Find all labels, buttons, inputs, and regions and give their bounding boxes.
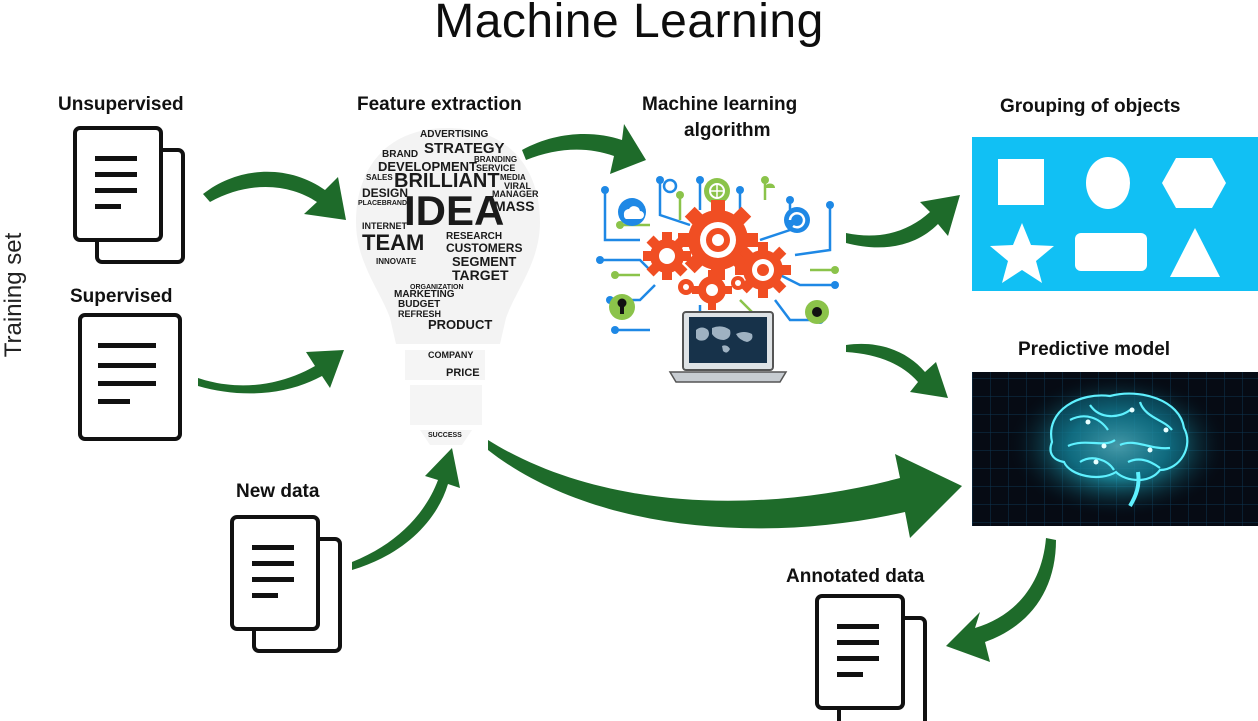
lightbulb-word-cloud-icon (356, 128, 540, 445)
word-cloud-word: STRATEGY (424, 140, 505, 157)
word-cloud-word: ADVERTISING (420, 129, 489, 140)
word-cloud-word: INTERNET (362, 221, 407, 231)
ml-algorithm-illustration (596, 176, 839, 383)
supervised-label: Supervised (70, 286, 173, 307)
word-cloud-word: SERVICE (476, 163, 516, 173)
word-cloud-word: COMPANY (428, 350, 474, 360)
word-cloud-word: BRANDING (474, 155, 518, 164)
arrow-supervised-to-features (198, 350, 344, 394)
word-cloud-word: ORGANIZATION (410, 284, 464, 291)
brain-icon (1049, 392, 1189, 508)
arrow-algorithm-to-model (846, 343, 948, 398)
word-cloud-word: BRAND (382, 149, 419, 160)
word-cloud-word: MASS (494, 198, 535, 214)
word-cloud-word: TARGET (452, 267, 509, 283)
word-cloud-word: PLACEBRAND (358, 200, 407, 207)
word-cloud-word: DESIGN (362, 186, 409, 200)
annotated-data-label: Annotated data (786, 566, 925, 587)
arrow-newdata-to-features (352, 448, 460, 570)
arrow-model-to-annotated (946, 538, 1056, 662)
word-cloud-word: IDEA (404, 187, 505, 234)
annotated-data-document-icon (815, 594, 927, 721)
predictive-model-panel (972, 372, 1258, 526)
word-cloud-word: RESEARCH (446, 231, 503, 242)
grouping-of-objects-label: Grouping of objects (1000, 96, 1181, 117)
word-cloud-word: TEAM (362, 230, 425, 255)
word-cloud-word: CUSTOMERS (446, 241, 523, 255)
arrow-unsupervised-to-features (203, 171, 346, 220)
rounded-rect-shape (1075, 233, 1147, 271)
new-data-label: New data (236, 481, 320, 502)
word-cloud-word: PRODUCT (428, 317, 493, 332)
arrow-algorithm-to-grouping (846, 195, 960, 248)
page-title: Machine Learning (434, 0, 824, 48)
word-cloud-word: SALES (366, 173, 393, 182)
unsupervised-label: Unsupervised (58, 94, 184, 115)
flow-arrows (198, 124, 1056, 662)
word-cloud-word: SUCCESS (428, 432, 462, 439)
arrow-features-to-algorithm (522, 124, 646, 174)
unsupervised-document-icon (73, 126, 185, 264)
word-cloud-word: INNOVATE (376, 257, 417, 266)
predictive-model-label: Predictive model (1018, 339, 1171, 360)
word-cloud-word: REFRESH (398, 309, 442, 319)
grouping-of-objects-panel (972, 137, 1258, 291)
feature-extraction-label: Feature extraction (357, 94, 522, 115)
word-cloud-word: PRICE (446, 367, 480, 379)
ml-algorithm-label-line2: algorithm (684, 120, 771, 141)
square-shape (998, 159, 1044, 205)
word-cloud-word: BUDGET (398, 299, 441, 310)
word-cloud-word: MARKETING (394, 289, 455, 300)
hexagon-shape (1162, 158, 1226, 208)
word-cloud-word: DEVELOPMENT (378, 159, 477, 174)
triangle-shape (1170, 228, 1220, 277)
word-cloud-word: BRILLIANT (394, 170, 500, 192)
word-cloud-word: MEDIA (500, 173, 526, 182)
ellipse-shape (1086, 157, 1130, 209)
word-cloud-word: MANAGER (492, 189, 539, 199)
supervised-document-icon (78, 313, 182, 441)
word-cloud-word: VIRAL (504, 181, 531, 191)
laptop-icon (668, 311, 788, 383)
arrow-features-to-model (488, 440, 962, 538)
ml-algorithm-label-line1: Machine learning (642, 94, 798, 115)
training-set-label: Training set (0, 232, 27, 358)
star-shape (990, 223, 1054, 283)
word-cloud-word: SEGMENT (452, 254, 517, 269)
new-data-document-icon (230, 515, 342, 653)
